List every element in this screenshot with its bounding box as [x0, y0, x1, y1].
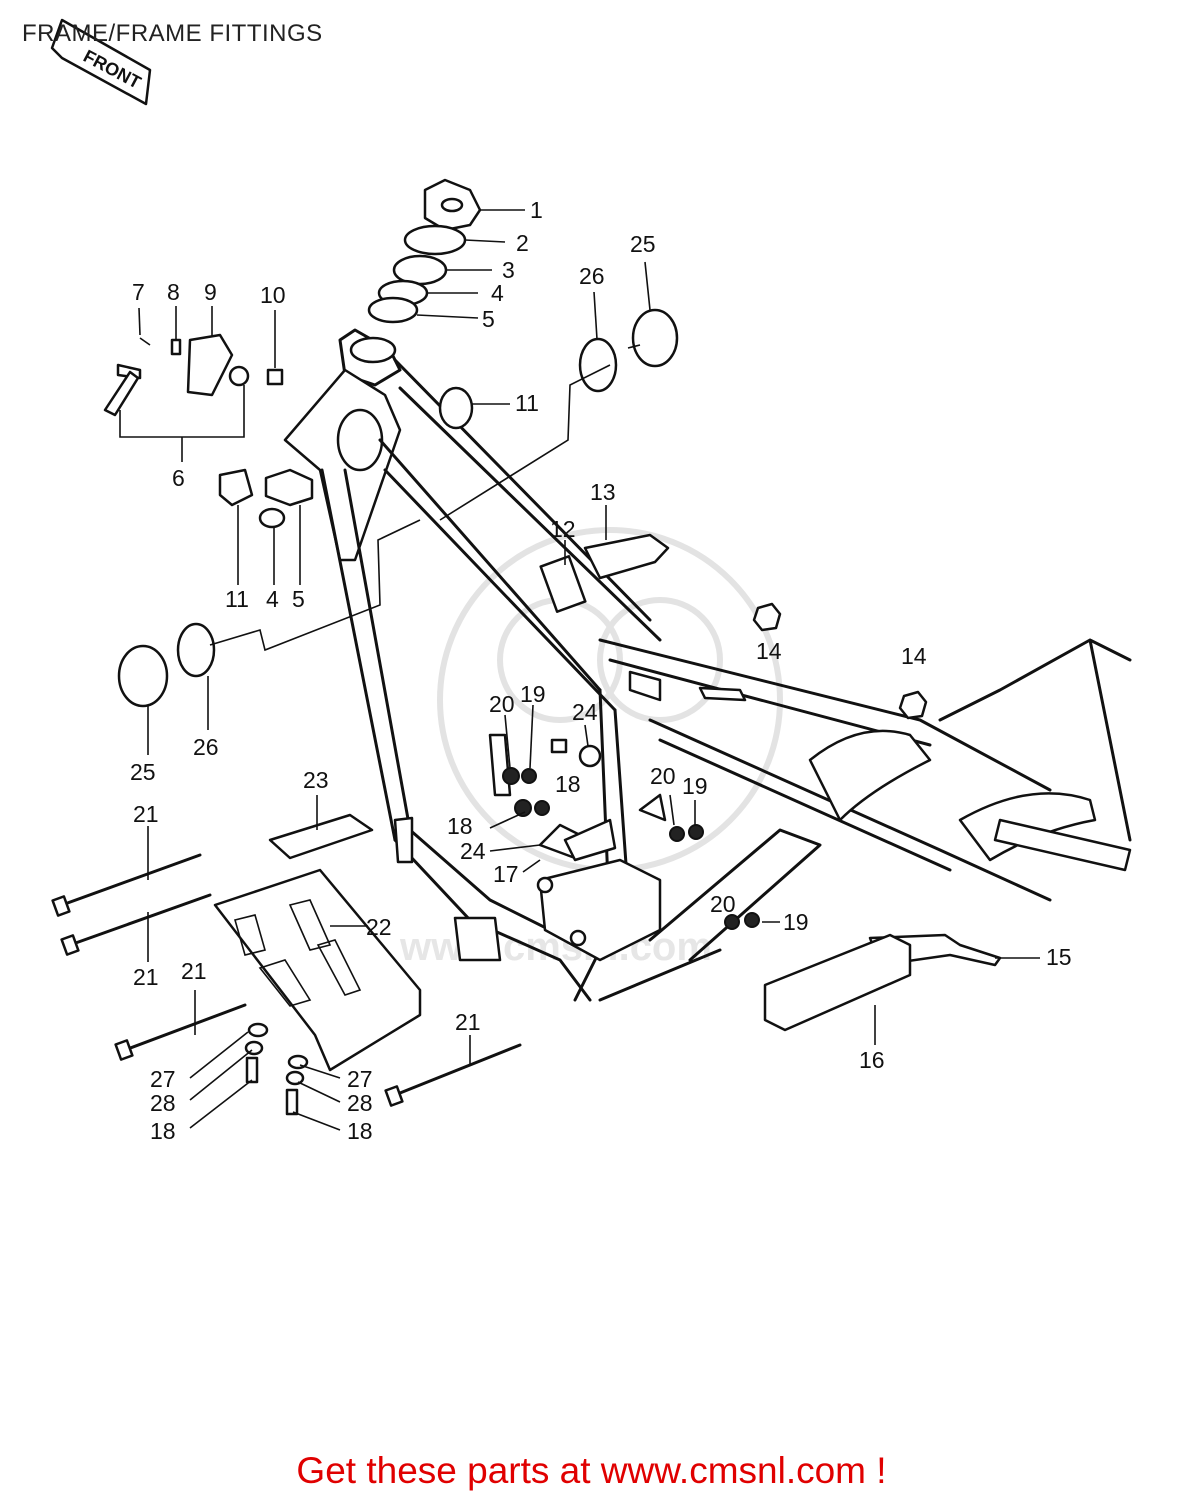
callout-label: 11 — [515, 390, 539, 416]
callout-label: 20 — [650, 763, 676, 789]
callout-label: 2 — [516, 230, 529, 256]
callout-label: 21 — [181, 958, 207, 984]
callout-label: 22 — [366, 914, 392, 940]
callout-label: 17 — [493, 861, 519, 887]
callout-label: 28 — [150, 1090, 176, 1116]
callout-label: 21 — [133, 964, 159, 990]
callout-label: 10 — [260, 282, 286, 308]
leader-lines — [119, 209, 1040, 1131]
callout-label: 19 — [783, 909, 809, 935]
callout-label: 1 — [530, 197, 543, 223]
callout-labels: 1 2 3 4 5 25 26 7 8 9 10 11 6 13 12 11 4… — [130, 197, 1072, 1144]
callout-label: 15 — [1046, 944, 1072, 970]
callout-label: 18 — [555, 771, 581, 797]
callout-label: 6 — [172, 465, 185, 491]
callout-label: 12 — [550, 516, 576, 542]
callout-label: 27 — [347, 1066, 373, 1092]
callout-label: 18 — [447, 813, 473, 839]
callout-label: 26 — [579, 263, 605, 289]
callout-label: 25 — [630, 231, 656, 257]
callout-label: 20 — [710, 891, 736, 917]
callout-label: 4 — [266, 586, 279, 612]
callout-label: 19 — [682, 773, 708, 799]
callout-label: 18 — [347, 1118, 373, 1144]
callout-label: 5 — [482, 306, 495, 332]
callout-label: 24 — [460, 838, 486, 864]
callout-label: 20 — [489, 691, 515, 717]
callout-label: 9 — [204, 279, 217, 305]
callout-label: 18 — [150, 1118, 176, 1144]
callout-label: 25 — [130, 759, 156, 785]
callout-label: 16 — [859, 1047, 885, 1073]
callout-label: 7 — [132, 279, 145, 305]
callout-label: 19 — [520, 681, 546, 707]
callout-label: 14 — [756, 638, 782, 664]
callout-label: 3 — [502, 257, 515, 283]
frame — [283, 328, 1132, 1002]
callout-label: 8 — [167, 279, 180, 305]
callout-label: 11 — [225, 586, 249, 612]
callout-label: 5 — [292, 586, 305, 612]
page-title: FRAME/FRAME FITTINGS — [22, 20, 323, 47]
callout-label: 23 — [303, 767, 329, 793]
callout-label: 4 — [491, 280, 504, 306]
callout-label: 24 — [572, 699, 598, 725]
callout-label: 26 — [193, 734, 219, 760]
callout-label: 13 — [590, 479, 616, 505]
callout-label: 14 — [901, 643, 927, 669]
callout-label: 27 — [150, 1066, 176, 1092]
callout-label: 21 — [455, 1009, 481, 1035]
callout-label: 28 — [347, 1090, 373, 1116]
footer-link[interactable]: Get these parts at www.cmsnl.com ! — [296, 1450, 887, 1491]
callout-label: 21 — [133, 801, 159, 827]
